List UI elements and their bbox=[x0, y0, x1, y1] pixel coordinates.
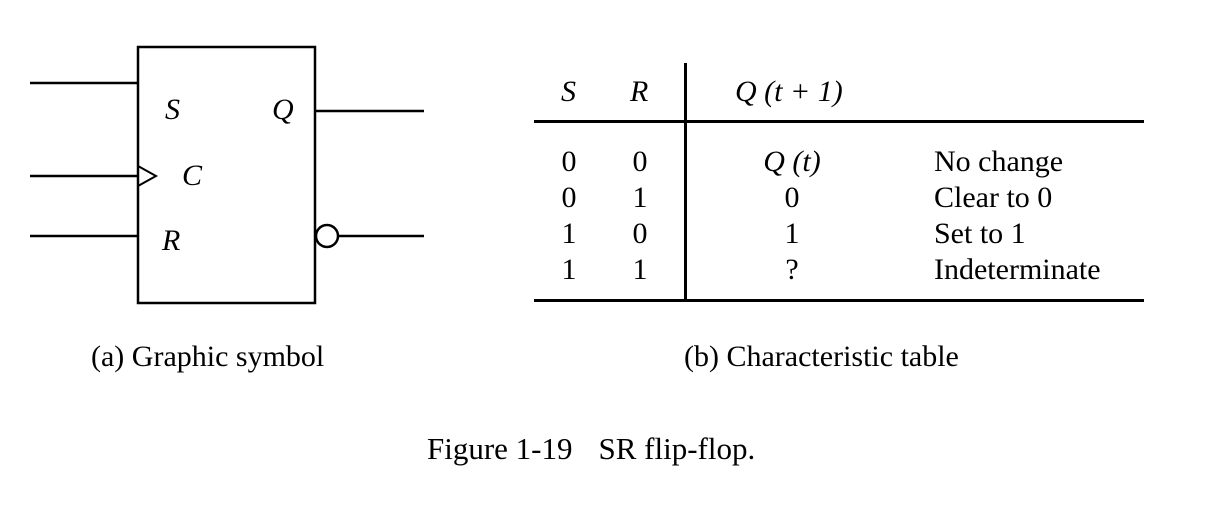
flip-flop-box bbox=[136, 45, 317, 305]
table-cell-r: 1 bbox=[632, 253, 648, 286]
table-header-rule bbox=[534, 120, 1144, 123]
table-cell-q: 0 bbox=[784, 181, 800, 214]
table-cell-q: 1 bbox=[784, 217, 800, 250]
table-cell-s: 0 bbox=[561, 181, 577, 214]
pin-label-r: R bbox=[162, 224, 181, 257]
clock-triangle-icon bbox=[137, 165, 159, 187]
header-r: R bbox=[630, 75, 649, 108]
table-cell-desc: No change bbox=[934, 145, 1064, 178]
figure-number: Figure 1-19 bbox=[427, 431, 573, 466]
header-q-next: Q (t + 1) bbox=[735, 75, 843, 108]
table-cell-s: 1 bbox=[561, 253, 577, 286]
table-cell-q: Q (t) bbox=[763, 145, 821, 178]
pin-label-s: S bbox=[165, 93, 180, 126]
table-cell-s: 0 bbox=[561, 145, 577, 178]
table-cell-s: 1 bbox=[561, 217, 577, 250]
table-cell-desc: Set to 1 bbox=[934, 217, 1026, 250]
table-cell-desc: Indeterminate bbox=[934, 253, 1101, 286]
table-cell-r: 0 bbox=[632, 217, 648, 250]
table-cell-r: 1 bbox=[632, 181, 648, 214]
header-s: S bbox=[561, 75, 576, 108]
table-vertical-divider bbox=[684, 63, 687, 302]
pin-label-c: C bbox=[182, 159, 203, 192]
table-cell-desc: Clear to 0 bbox=[934, 181, 1053, 214]
inversion-bubble-icon bbox=[314, 223, 340, 249]
figure-title: SR flip-flop. bbox=[598, 431, 756, 466]
table-bottom-rule bbox=[534, 299, 1144, 302]
symbol-caption: (a) Graphic symbol bbox=[91, 340, 325, 373]
table-cell-q: ? bbox=[785, 253, 799, 286]
pin-label-q: Q bbox=[272, 93, 294, 126]
figure-caption: Figure 1-19 SR flip-flop. bbox=[427, 431, 755, 467]
table-cell-r: 0 bbox=[632, 145, 648, 178]
table-caption: (b) Characteristic table bbox=[684, 340, 959, 373]
